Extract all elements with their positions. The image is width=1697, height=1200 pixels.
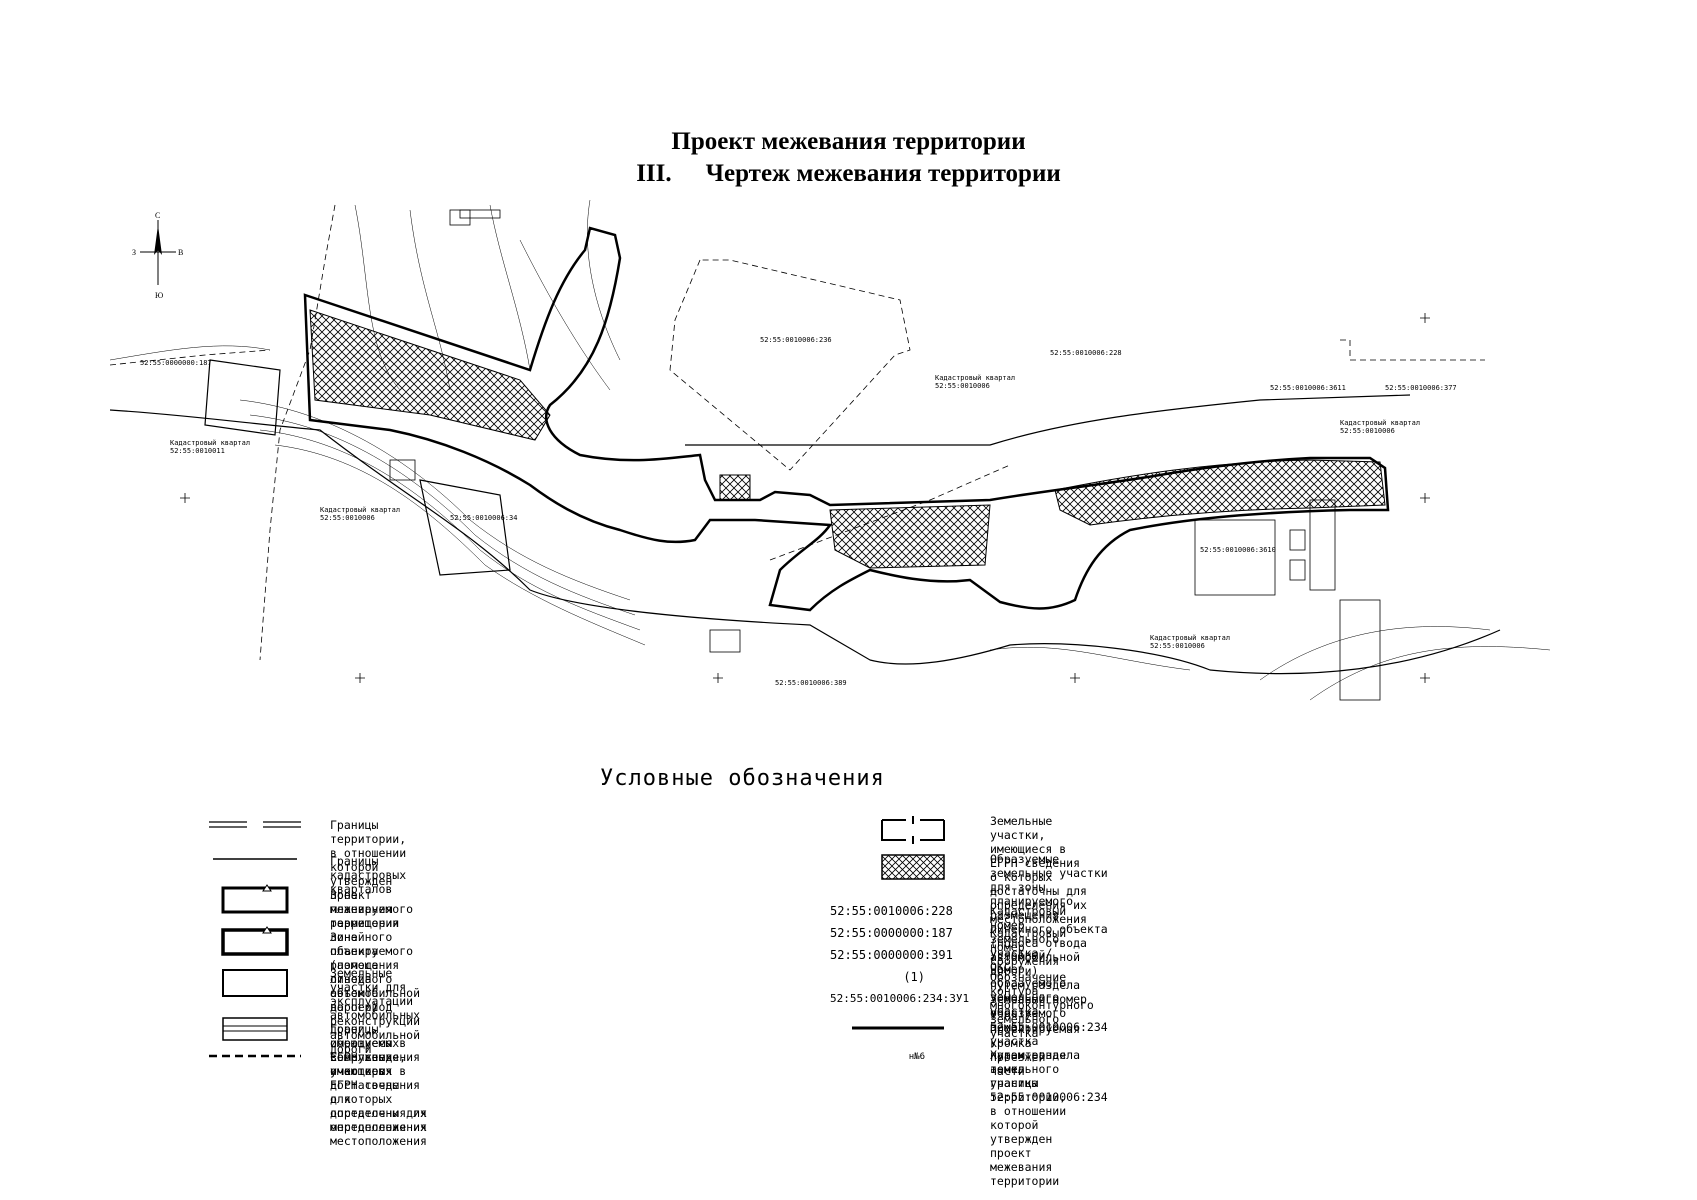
label-struct-389: 52:55:0010006:389 [775,679,847,687]
legend-item-quarter-boundary: Границы кадастровых кварталов [213,854,407,896]
legend-item-egrn-parcels: Земельные участки, имеющиеся в ЕГРН свед… [830,814,1087,926]
label-struct-187: 52:55:0000000:187 [140,359,212,367]
section-title: Чертеж межевания территории [705,160,1061,187]
legend-item-structure-number: 52:55:0000000:187 Кадастровый номер соор… [830,926,1067,968]
label-parcel-236: 52:55:0010006:236 [760,336,832,344]
title-line-1: Проект межевания территории [671,128,1026,155]
cadastral-dashed-boundaries [110,204,1485,661]
grid-crosses [180,313,1430,683]
label-parcel-228: 52:55:0010006:228 [1050,349,1122,357]
legend-item-reconstruction-zone: Зона планируемого размещения линейного о… [200,924,420,1056]
label-p-3611: 52:55:0010006:3611 [1270,384,1346,392]
hatched-parcels [309,309,1386,569]
legend-item-char-point: н№6 Характерная точка границы территории… [908,1048,1067,1188]
legend-item-split-number: 52:55:0010006:234:ЗУ1 Условный номер обр… [830,992,1108,1104]
cadastral-quarter-boundaries [110,359,1501,675]
legend-item-contour: (1) Обозначение контура многоконтурного … [903,970,1094,1040]
label-p-377: 52:55:0010006:377 [1385,384,1457,392]
compass-s: Ю [155,291,163,300]
legend-item-territory-boundary: Границы территории, в отношении которой … [200,818,406,930]
legend-title: Условные обозначения [600,766,885,791]
terrain-contours [110,200,1551,701]
legend-item-conditional-number: 52:55:0000000:391 Условный номер образуе… [830,948,1067,1018]
north-arrow-icon: С Ю З В [132,211,183,300]
compass-n: С [155,211,160,220]
map-labels: 52:55:0010006:236 52:55:0010006:228 52:5… [140,336,1457,687]
legend-item-road-edge: Проектируемая кромка проезжей части [852,1022,1081,1078]
title-line-2: III. Чертеж межевания территории [0,160,1697,188]
label-p-34: 52:55:0010006:34 [450,514,517,522]
legend-item-road-parcels: Земельные участки для эксплуатации автом… [200,966,427,1134]
section-number: III. [636,160,672,187]
label-p-3610: 52:55:0010006:3610 [1200,546,1276,554]
legend-item-road-zone: Зона планируемого размещения линейного о… [200,882,420,1014]
legend-item-cadastral-number: 52:55:0010006:228 Кадастровый номер земе… [830,904,1067,974]
building-outlines [389,209,1381,701]
legend-item-structures: Сооружения, имеющиеся в ЕГРН сведения о … [209,1050,427,1148]
cadastral-map[interactable]: С Ю З В [110,200,1610,760]
compass-w: З [132,248,136,257]
legend-item-hatched-parcels: Образуемые земельные участки для зоны пл… [830,852,1108,1034]
compass-e: В [178,248,183,257]
legend-item-formed-parcels: Границы образуемых земельных участков [200,1016,399,1078]
